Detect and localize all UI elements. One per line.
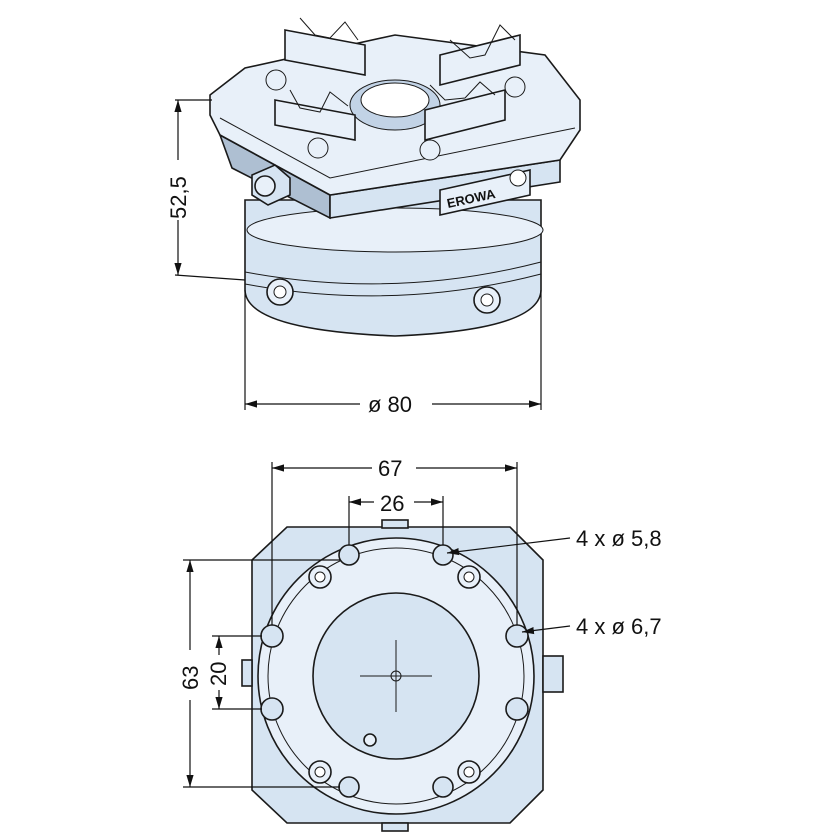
hole-small: [432, 776, 454, 798]
top-screw-4: [419, 139, 441, 161]
chuck-cylinder-body: [244, 199, 544, 337]
top-view: 67 26 63 20 4 x ø 5,8: [178, 456, 662, 832]
holes-small: [338, 544, 454, 798]
erowa-logo-plate: EROWA: [439, 169, 531, 216]
jaw-back-left: [284, 17, 366, 76]
width-outer-dimension: 67: [271, 456, 518, 625]
diameter-dim-label: ø 80: [368, 392, 412, 417]
height-outer-dimension: 63: [178, 559, 340, 788]
hole-large: [260, 697, 284, 721]
height-inner-dimension: 20: [206, 635, 262, 710]
width-outer-dim-label: 67: [378, 456, 402, 481]
hole-callout-small: 4 x ø 5,8: [446, 526, 662, 556]
cylinder-screw-right: [473, 286, 501, 314]
width-inner-dim-label: 26: [380, 491, 404, 516]
top-screw-1: [265, 69, 287, 91]
hole-small: [432, 544, 454, 566]
hole-large: [260, 624, 284, 648]
height-inner-dim-label: 20: [206, 662, 231, 686]
height-dimension: 52,5: [166, 99, 246, 281]
jaw-back-right: [439, 24, 521, 87]
hole-small: [338, 776, 360, 798]
right-tab: [542, 655, 564, 693]
jaw-front-right: [424, 81, 506, 142]
screws: [308, 565, 481, 784]
hole-large: [505, 624, 529, 648]
hole-callout-large-label: 4 x ø 6,7: [576, 614, 662, 639]
bottom-tab: [381, 822, 409, 832]
height-dim-label: 52,5: [166, 176, 191, 219]
top-screw-2: [504, 76, 526, 98]
locating-pin: [363, 733, 377, 747]
side-view: EROWA 52,5 ø 80: [166, 17, 581, 417]
hole-callout-small-label: 4 x ø 5,8: [576, 526, 662, 551]
hole-large: [505, 697, 529, 721]
hole-small: [338, 544, 360, 566]
width-inner-dimension: 26: [348, 491, 444, 545]
erowa-logo-icon: [509, 169, 527, 187]
top-tab: [381, 519, 409, 529]
side-fitting: [251, 164, 291, 206]
hole-callout-large: 4 x ø 6,7: [521, 614, 662, 639]
diameter-dimension: ø 80: [244, 290, 542, 417]
left-tab: [241, 659, 253, 687]
height-outer-dim-label: 63: [178, 666, 203, 690]
top-screw-3: [307, 137, 329, 159]
cylinder-screw-left: [266, 278, 294, 306]
jaw-front-left: [274, 89, 356, 141]
